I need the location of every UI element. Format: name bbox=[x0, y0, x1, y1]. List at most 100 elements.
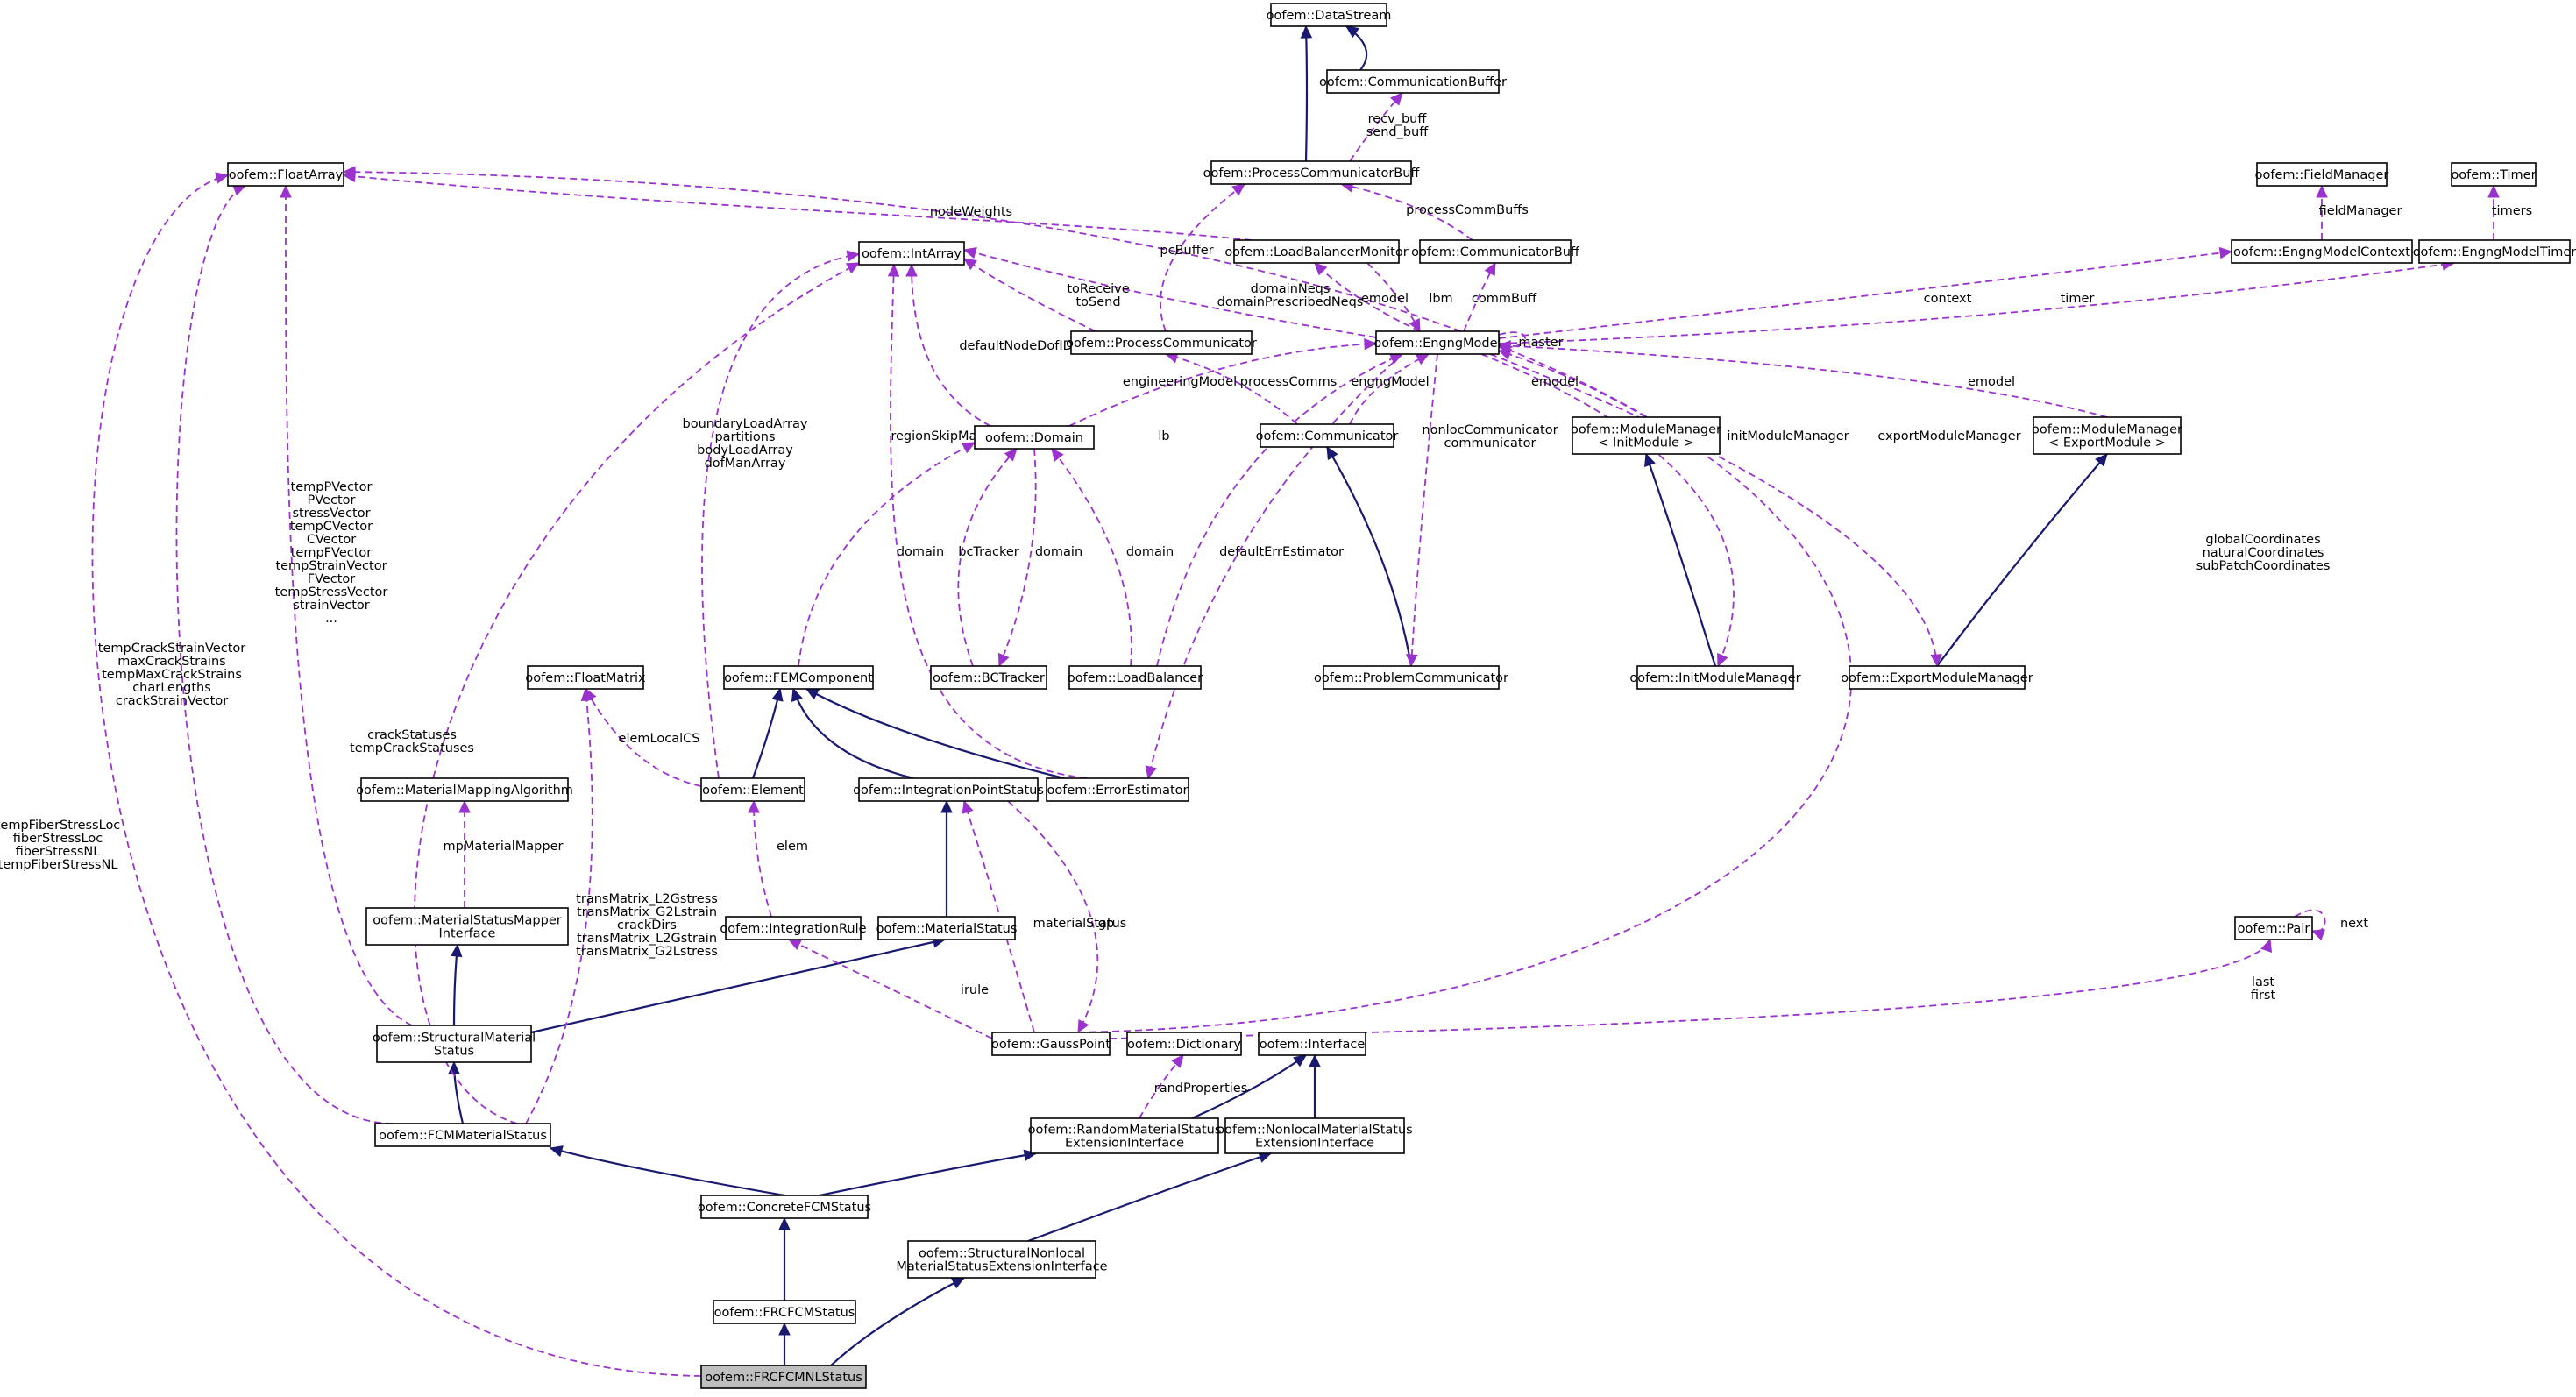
edge-problemcomm-communicator-line bbox=[1326, 446, 1413, 667]
class-node-pcomm[interactable]: oofem::ProcessCommunicator bbox=[1066, 330, 1257, 355]
class-node-pcommbuff[interactable]: oofem::ProcessCommunicatorBuff bbox=[1203, 160, 1421, 185]
class-node-box bbox=[1258, 1032, 1366, 1056]
class-node-loadbalancer[interactable]: oofem::LoadBalancer bbox=[1068, 665, 1203, 690]
class-node-interface[interactable]: oofem::Interface bbox=[1258, 1032, 1366, 1056]
class-node-bctracker[interactable]: oofem::BCTracker bbox=[930, 665, 1047, 690]
class-node-gausspoint[interactable]: oofem::GaussPoint bbox=[991, 1032, 1111, 1056]
class-node-frcfcm[interactable]: oofem::FRCFCMStatus bbox=[713, 1300, 856, 1324]
edge-label-defaultErrEstimator: defaultErrEstimator bbox=[1219, 545, 1344, 559]
class-node-label: oofem::StructuralMaterial bbox=[373, 1032, 536, 1046]
edge-label-transMatrix-2: crackDirs bbox=[617, 918, 677, 933]
class-node-datastream[interactable]: oofem::DataStream bbox=[1267, 3, 1392, 27]
edge-engngmodel-errest-line bbox=[1147, 353, 1403, 779]
class-node-lbmonitor[interactable]: oofem::LoadBalancerMonitor bbox=[1224, 239, 1409, 264]
class-node-box bbox=[1070, 330, 1253, 355]
class-node-label: ExtensionInterface bbox=[1255, 1137, 1374, 1151]
class-node-concretefcm[interactable]: oofem::ConcreteFCMStatus bbox=[698, 1195, 871, 1219]
edge-label-recv_send-0: recv_buff bbox=[1368, 112, 1428, 126]
class-node-ipstatus[interactable]: oofem::IntegrationPointStatus bbox=[853, 777, 1044, 802]
class-node-label: oofem::FRCFCMNLStatus bbox=[705, 1371, 862, 1385]
edge-rmsei-interface bbox=[1191, 1054, 1307, 1120]
class-node-domain[interactable]: oofem::Domain bbox=[974, 425, 1095, 450]
edge-label-tempFiberStress-2: fiberStressNL bbox=[16, 845, 101, 859]
class-node-label: oofem::ExportModuleManager bbox=[1841, 671, 2033, 685]
class-node-intarray[interactable]: oofem::IntArray bbox=[858, 241, 965, 266]
class-node-fcmmatstatus[interactable]: oofem::FCMMaterialStatus bbox=[374, 1123, 551, 1147]
class-node-engngmodel[interactable]: oofem::EngngModel bbox=[1373, 330, 1501, 355]
edge-concrete-rmsei bbox=[819, 1149, 1038, 1197]
class-node-label: Interface bbox=[439, 927, 496, 941]
class-node-commbuffer[interactable]: oofem::CommunicationBuffer bbox=[1319, 69, 1507, 94]
class-node-initmm[interactable]: oofem::InitModuleManager bbox=[1629, 665, 1801, 690]
class-node-label: oofem::Interface bbox=[1260, 1038, 1366, 1052]
edge-pcommbuff-commbuffer bbox=[1349, 92, 1403, 162]
class-node-label: oofem::GaussPoint bbox=[991, 1038, 1111, 1052]
class-node-exportmm[interactable]: oofem::ExportModuleManager bbox=[1841, 665, 2033, 690]
class-node-frcfcmnl[interactable]: oofem::FRCFCMNLStatus bbox=[700, 1365, 867, 1389]
class-node-box bbox=[2451, 162, 2537, 187]
edge-mminit-engngmodel-line bbox=[1498, 350, 1647, 418]
edge-label-crackStatuses-1: tempCrackStatuses bbox=[350, 741, 474, 755]
class-node-dictionary[interactable]: oofem::Dictionary bbox=[1126, 1032, 1242, 1056]
class-node-box bbox=[713, 1300, 856, 1324]
edge-gausspoint-pair bbox=[1109, 938, 2273, 1039]
class-node-mm_init[interactable]: oofem::ModuleManager< InitModule > bbox=[1571, 416, 1721, 455]
edge-label-tempPVector-3: tempCVector bbox=[290, 520, 373, 534]
class-node-floatmatrix[interactable]: oofem::FloatMatrix bbox=[525, 665, 646, 690]
class-node-label: oofem::Dictionary bbox=[1127, 1038, 1241, 1052]
class-node-emtimer[interactable]: oofem::EngngModelTimer bbox=[2413, 239, 2576, 264]
class-node-communicator[interactable]: oofem::Communicator bbox=[1256, 423, 1399, 448]
edge-errest-intarray-line bbox=[890, 264, 1088, 779]
edge-element-femcomponent-line bbox=[751, 688, 782, 779]
class-node-floatarray[interactable]: oofem::FloatArray bbox=[227, 162, 344, 187]
edge-domain-engngmodel bbox=[1068, 337, 1378, 427]
edge-label-domain_lb: domain bbox=[1126, 545, 1174, 559]
class-node-element[interactable]: oofem::Element bbox=[700, 777, 805, 802]
class-node-label: oofem::ProblemCommunicator bbox=[1314, 671, 1508, 685]
edge-initmm-mminit bbox=[1643, 452, 1717, 667]
class-node-label: Status bbox=[434, 1045, 474, 1059]
class-node-matstatus[interactable]: oofem::MaterialStatus bbox=[876, 916, 1018, 940]
edge-concrete-fcm-line bbox=[550, 1146, 785, 1197]
edge-mmexport-engngmodel-line bbox=[1498, 344, 2108, 418]
edge-label-tempCrackStrain-3: charLengths bbox=[132, 681, 211, 695]
edge-gausspoint-floatarray-line bbox=[343, 171, 1853, 1033]
class-node-emcontext[interactable]: oofem::EngngModelContext bbox=[2231, 239, 2413, 264]
class-node-box bbox=[974, 425, 1095, 450]
edge-label-coordinates-0: globalCoordinates bbox=[2205, 533, 2320, 547]
class-node-pair[interactable]: oofem::Pair bbox=[2234, 916, 2313, 940]
edge-commbuff-pcommbuff-line bbox=[1340, 183, 1473, 241]
class-node-mm_export[interactable]: oofem::ModuleManager< ExportModule > bbox=[2032, 416, 2182, 455]
edge-domain-bctracker bbox=[997, 448, 1037, 668]
edge-structmat-floatarray bbox=[280, 184, 413, 1026]
class-node-rmsei[interactable]: oofem::RandomMaterialStatusExtensionInte… bbox=[1028, 1117, 1222, 1154]
edge-exportmm-mmexport bbox=[1936, 453, 2108, 667]
edge-label-mpMaterialMapper: mpMaterialMapper bbox=[444, 840, 564, 854]
edge-bctracker-domain-line bbox=[957, 448, 1018, 667]
class-node-box bbox=[2418, 239, 2571, 264]
class-node-problemcomm[interactable]: oofem::ProblemCommunicator bbox=[1314, 665, 1508, 690]
class-node-timer[interactable]: oofem::Timer bbox=[2451, 162, 2537, 187]
class-node-label: oofem::Timer bbox=[2451, 168, 2536, 182]
class-node-label: oofem::MaterialStatusMapper bbox=[373, 914, 561, 928]
class-node-commbuff[interactable]: oofem::CommunicatorBuff bbox=[1411, 239, 1580, 264]
edge-label-tempPVector-4: CVector bbox=[307, 533, 356, 547]
class-node-nmsei[interactable]: oofem::NonlocalMaterialStatusExtensionIn… bbox=[1217, 1117, 1413, 1154]
class-node-snmsei[interactable]: oofem::StructuralNonlocalMaterialStatusE… bbox=[896, 1240, 1108, 1279]
class-node-fieldmanager[interactable]: oofem::FieldManager bbox=[2255, 162, 2389, 187]
class-node-femcomponent[interactable]: oofem::FEMComponent bbox=[723, 665, 874, 690]
edge-label-next: next bbox=[2340, 917, 2368, 931]
edge-emtimer-timer bbox=[2487, 184, 2500, 241]
class-node-label: oofem::CommunicationBuffer bbox=[1319, 75, 1507, 89]
edge-label-pcBuffer: pcBuffer bbox=[1160, 244, 1213, 258]
edge-msmi-mma bbox=[458, 799, 471, 909]
class-node-mma[interactable]: oofem::MaterialMappingAlgorithm bbox=[356, 777, 573, 802]
class-node-errest[interactable]: oofem::ErrorEstimator bbox=[1046, 777, 1189, 802]
edge-femcomponent-domain bbox=[798, 442, 976, 667]
class-node-box bbox=[1849, 665, 2026, 690]
class-node-intrule[interactable]: oofem::IntegrationRule bbox=[720, 916, 867, 940]
class-node-label: < InitModule > bbox=[1598, 436, 1693, 450]
edge-domain-intarray bbox=[905, 263, 991, 427]
